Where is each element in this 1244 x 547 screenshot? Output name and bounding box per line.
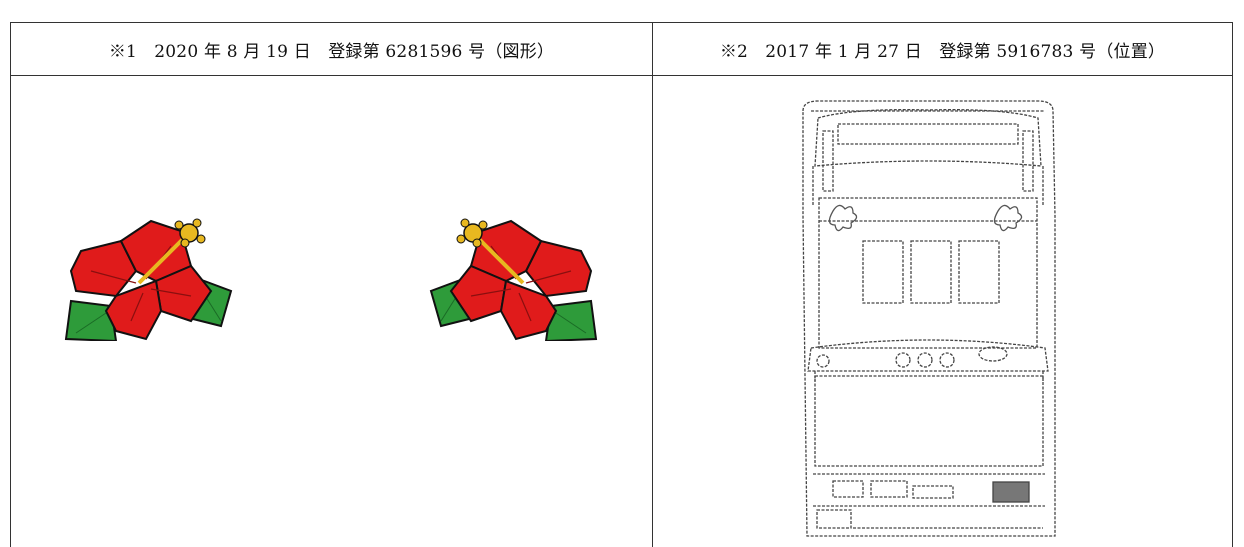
hibiscus-flower-icon (64, 218, 233, 341)
figure-cell-right (653, 76, 1232, 547)
header-left-text: ※1 2020 年 8 月 19 日 登録第 6281596 号（図形） (108, 41, 555, 62)
header-right-text: ※2 2017 年 1 月 27 日 登録第 5916783 号（位置） (719, 41, 1166, 62)
header-cell-left: ※1 2020 年 8 月 19 日 登録第 6281596 号（図形） (11, 23, 653, 76)
header-cell-right: ※2 2017 年 1 月 27 日 登録第 5916783 号（位置） (653, 23, 1232, 76)
hibiscus-flower-icon (429, 218, 598, 341)
figure-cell-left (11, 76, 653, 547)
slot-machine-line-drawing (802, 100, 1056, 537)
registration-table: ※1 2020 年 8 月 19 日 登録第 6281596 号（図形） ※2 … (10, 22, 1233, 547)
